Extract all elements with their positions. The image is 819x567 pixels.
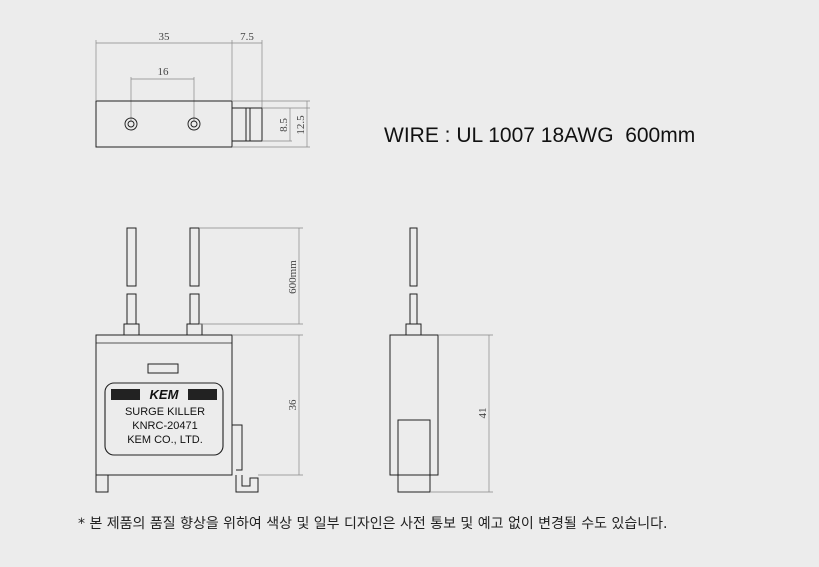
wire-left-lower [126, 293, 137, 325]
dim-hole-spacing: 16 [158, 66, 170, 78]
din-clip [235, 475, 259, 493]
mounting-hole-left [124, 117, 138, 131]
design-change-notice: * 본 제품의 품질 향상을 위하여 색상 및 일부 디자인은 사전 통보 및 … [78, 516, 668, 532]
dim-length: 35 [159, 31, 171, 43]
wire-left-upper [126, 227, 137, 287]
wire-collar-right [186, 323, 203, 336]
side-view [389, 227, 493, 493]
label-line-3: KEM CO., LTD. [127, 434, 203, 446]
dim-wire-length: 600mm [287, 260, 299, 294]
front-view [95, 227, 303, 493]
side-wire-lower [409, 293, 418, 325]
wire-spec: WIRE : UL 1007 18AWG 600mm [384, 124, 696, 147]
wire-collar-left [123, 323, 140, 336]
top-view-body [95, 100, 233, 148]
side-wire-upper [409, 227, 418, 287]
dim-wire-exit: 7.5 [240, 31, 254, 43]
rail-foot-left [95, 475, 109, 493]
wire-right-lower [189, 293, 200, 325]
top-view-wire-exit [231, 107, 263, 142]
dim-body-height: 36 [287, 399, 299, 411]
vent-slot [147, 363, 179, 374]
dim-height-inner: 8.5 [278, 118, 290, 132]
label-line-2: KNRC-20471 [132, 420, 197, 432]
kem-logo: KEM [111, 387, 217, 402]
side-view-body [389, 334, 439, 476]
dim-total-height: 41 [477, 408, 489, 419]
side-wire-collar [405, 323, 422, 336]
wire-right-upper [189, 227, 200, 287]
side-clip-housing [397, 419, 431, 476]
label-plate [104, 382, 224, 456]
front-view-body [95, 334, 233, 476]
label-line-1: SURGE KILLER [125, 406, 205, 418]
top-view [95, 40, 310, 148]
side-clip-foot [397, 474, 431, 493]
dim-height-outer: 12.5 [295, 115, 307, 135]
mounting-hole-right [187, 117, 201, 131]
brand-logo-text: KEM [150, 387, 180, 402]
